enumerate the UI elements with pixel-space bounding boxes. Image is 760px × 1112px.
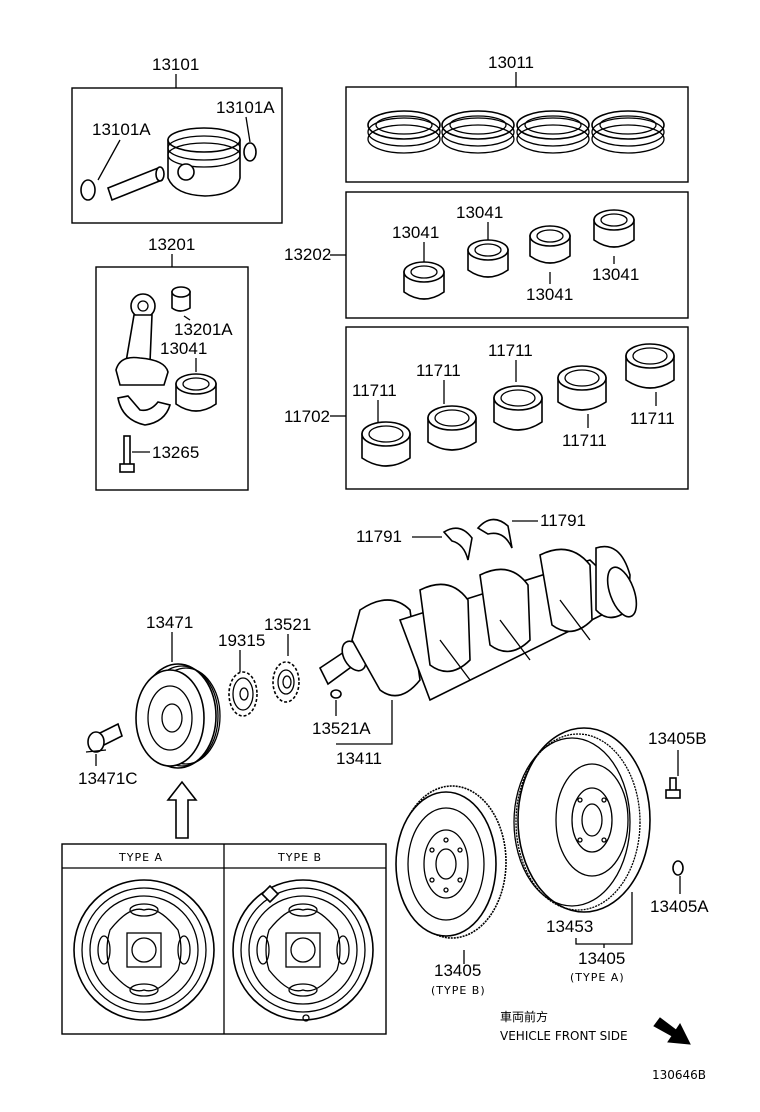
label-13471: 13471: [146, 613, 193, 632]
pulley-type-b: [232, 879, 374, 1022]
label-13011: 13011: [488, 53, 534, 72]
label-13411: 13411: [336, 749, 382, 768]
flywheel-type-b: [395, 785, 507, 964]
label-13405-type-b: 13405: [434, 961, 481, 980]
type-panels: TYPE A TYPE B: [61, 843, 387, 1035]
main-bearing-a: [361, 421, 411, 467]
conrod-bearing-set: 13202 13041 13041 13041 13041: [284, 191, 689, 319]
main-bearing-c: [493, 385, 543, 431]
rod-cap: [117, 395, 172, 426]
label-13041-b: 13041: [456, 203, 503, 222]
label-13041-a: 13041: [392, 223, 439, 242]
crank-pulley: [135, 663, 221, 769]
label-13405a: 13405A: [650, 897, 709, 916]
piston-ring-4: [591, 110, 665, 154]
label-13521: 13521: [264, 615, 311, 634]
piston-ring-3: [516, 110, 590, 154]
piston-ring-1: [367, 110, 441, 154]
crank-gear: [272, 661, 300, 703]
label-type-b: (TYPE B): [431, 984, 486, 997]
thrust-washer-right: [476, 518, 513, 549]
label-13201: 13201: [148, 235, 195, 254]
up-arrow-icon: [166, 780, 198, 839]
label-13201a: 13201A: [174, 320, 233, 339]
main-bearing-box: [345, 326, 689, 490]
piston-ring-2: [441, 110, 515, 154]
main-bearing-set: 11702 11711 11711 11711 11711: [284, 326, 689, 490]
main-bearing-b: [427, 405, 477, 451]
crank-key: [330, 689, 342, 699]
figure-id: 130646B: [652, 1068, 706, 1082]
main-bearing-e: [625, 343, 675, 389]
label-type-a: (TYPE A): [570, 971, 625, 984]
direction-english: VEHICLE FRONT SIDE: [500, 1029, 628, 1043]
label-11702: 11702: [284, 407, 330, 426]
label-13265: 13265: [152, 443, 199, 462]
piston: [167, 127, 241, 197]
snap-ring-right: [243, 142, 257, 162]
conrod-bearing-shell: [175, 373, 217, 412]
pulley-group: 13471 19315 13521 13471C: [78, 613, 311, 839]
conrod-bearing-box: [345, 191, 689, 319]
conrod-group: 13201 13201A 13041: [95, 235, 249, 491]
label-19315: 19315: [218, 631, 265, 650]
type-b-title: TYPE B: [277, 851, 322, 864]
label-13405-type-a: 13405: [578, 949, 625, 968]
label-11711-c: 11711: [488, 341, 533, 360]
conrod-bushing: [171, 286, 191, 312]
ring-set-group: 13011: [345, 53, 689, 183]
flywheel-pin: [672, 860, 684, 876]
pulley-bolt: [85, 722, 123, 753]
crankshaft: [318, 545, 638, 702]
conrod-box: [95, 266, 249, 491]
label-11791-right: 11791: [540, 511, 586, 530]
label-13453: 13453: [546, 917, 593, 936]
label-13202: 13202: [284, 245, 331, 264]
thrust-washer-left: [442, 527, 473, 561]
label-13471c: 13471C: [78, 769, 138, 788]
pulley-type-a: [73, 879, 215, 1021]
label-13101: 13101: [152, 55, 199, 74]
label-11711-e: 11711: [630, 409, 675, 428]
label-13405b: 13405B: [648, 729, 707, 748]
label-13041-d: 13041: [592, 265, 639, 284]
direction-japanese: 車両前方: [500, 1009, 548, 1024]
thrust-washers: 11791 11791: [356, 511, 586, 561]
label-11711-d: 11711: [562, 431, 607, 450]
piston-box: [71, 87, 283, 224]
flywheel-type-a: [513, 727, 651, 913]
label-11711-b: 11711: [416, 361, 461, 380]
label-13041-conrod: 13041: [160, 339, 207, 358]
conrod-bolt: [119, 435, 135, 473]
flywheel-bolt: [665, 777, 681, 799]
bearing-shell-d: [593, 209, 635, 248]
ring-set-box: [345, 86, 689, 183]
snap-ring-left: [80, 179, 96, 201]
piston-group: 13101 13101A 13101A: [71, 55, 283, 224]
timing-sprocket: [228, 671, 258, 717]
label-11711-a: 11711: [352, 381, 397, 400]
label-13101a-right: 13101A: [216, 98, 275, 117]
bearing-shell-a: [403, 261, 445, 300]
main-bearing-d: [557, 365, 607, 411]
bearing-shell-b: [467, 239, 509, 278]
label-13521a: 13521A: [312, 719, 371, 738]
type-a-title: TYPE A: [118, 851, 163, 864]
piston-pin: [107, 166, 165, 202]
label-13041-c: 13041: [526, 285, 573, 304]
bearing-shell-c: [529, 225, 571, 264]
label-13101a-left: 13101A: [92, 120, 151, 139]
connecting-rod: [115, 293, 169, 386]
label-11791-left: 11791: [356, 527, 402, 546]
front-arrow-icon: [653, 1017, 691, 1045]
